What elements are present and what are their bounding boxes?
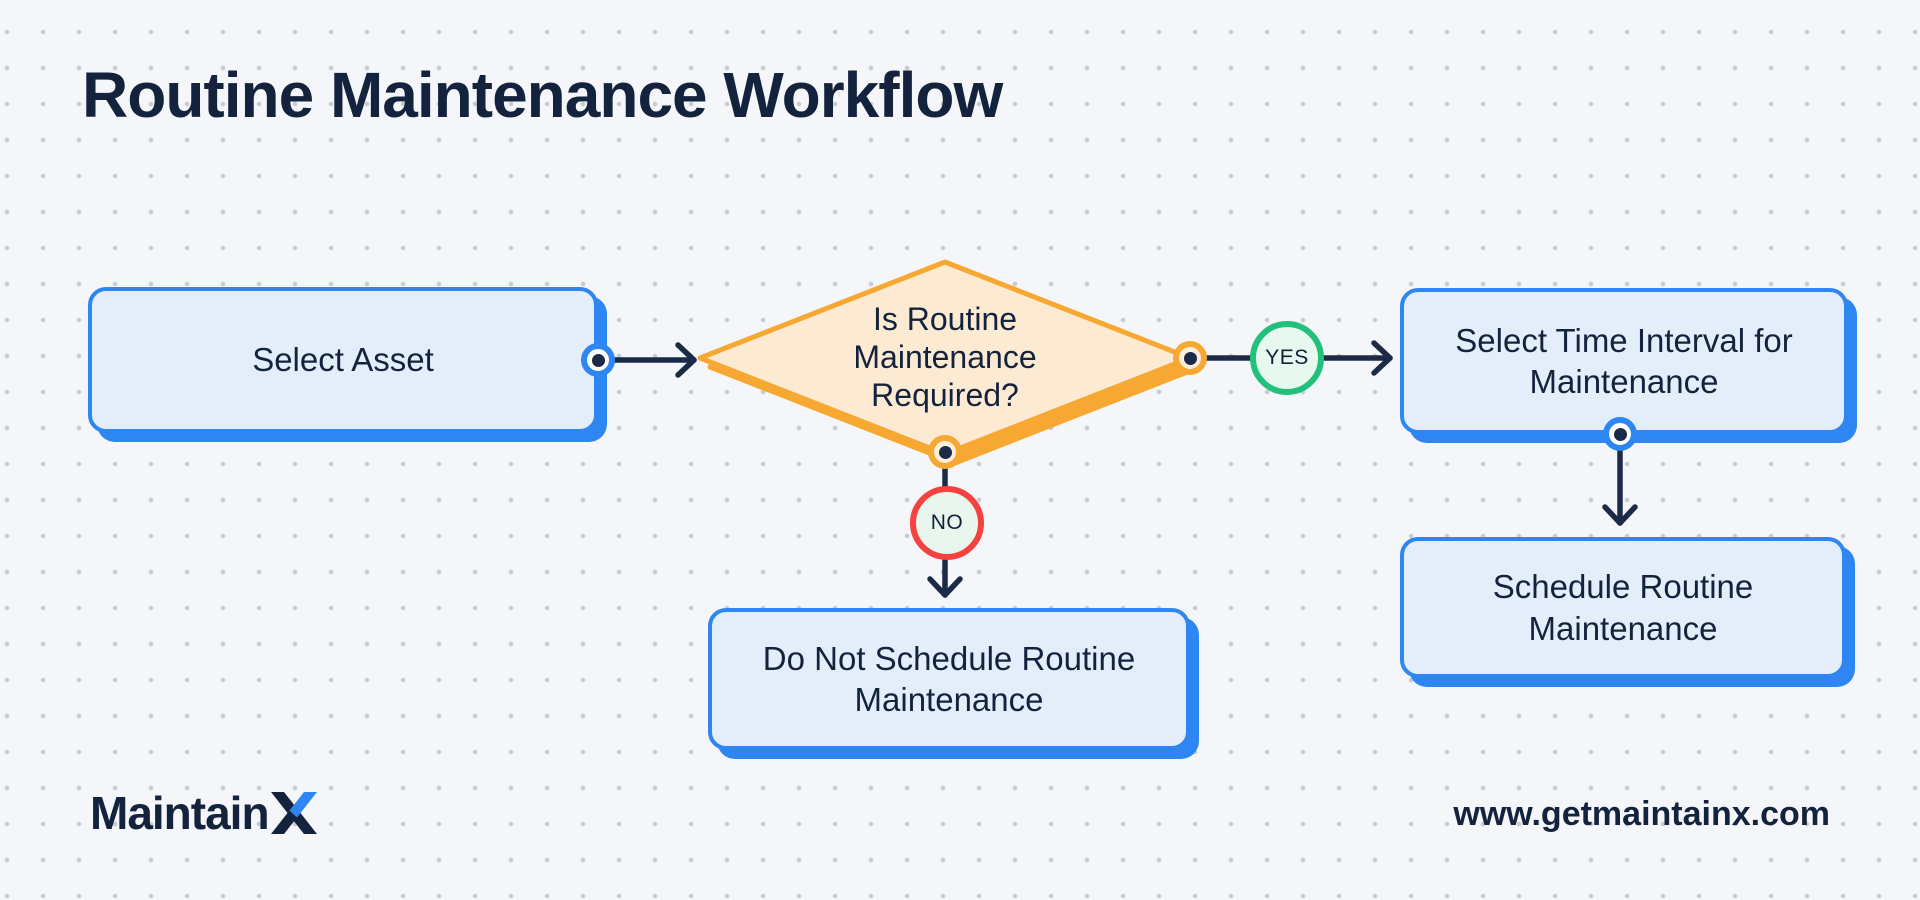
website-url: www.getmaintainx.com bbox=[1453, 795, 1830, 833]
edge-arrow-interval-to-schedule bbox=[1602, 438, 1638, 526]
node-select-asset: Select Asset bbox=[88, 287, 598, 433]
decision-node-label: Is Routine Maintenance Required? bbox=[853, 301, 1037, 413]
connector-dot bbox=[1613, 427, 1627, 441]
connector-dot bbox=[938, 445, 952, 459]
connector-dot bbox=[1183, 351, 1197, 365]
connector-port-interval-bottom bbox=[1603, 417, 1637, 451]
yes-badge-label: YES bbox=[1265, 346, 1309, 369]
node-select-time-interval-label: Select Time Interval for Maintenance bbox=[1455, 321, 1793, 400]
connector-port-asset-right bbox=[581, 343, 615, 377]
node-select-asset-label: Select Asset bbox=[252, 341, 434, 379]
decision-diamond bbox=[697, 259, 1203, 466]
connector-port-diamond-bottom bbox=[928, 435, 962, 469]
page-title: Routine Maintenance Workflow bbox=[82, 59, 1003, 131]
node-select-time-interval: Select Time Interval for Maintenance bbox=[1400, 288, 1848, 434]
node-schedule-routine-maintenance: Schedule Routine Maintenance bbox=[1400, 537, 1846, 678]
no-badge: NO bbox=[910, 486, 984, 560]
connector-port-diamond-right bbox=[1173, 341, 1207, 375]
no-badge-label: NO bbox=[930, 511, 964, 534]
maintainx-logo-x-icon bbox=[270, 792, 317, 834]
yes-badge: YES bbox=[1250, 321, 1324, 395]
node-schedule-routine-maintenance-label: Schedule Routine Maintenance bbox=[1492, 568, 1754, 647]
node-do-not-schedule-label: Do Not Schedule Routine Maintenance bbox=[762, 639, 1136, 718]
maintainx-logo-wordmark: Maintain bbox=[90, 787, 270, 839]
maintainx-logo: Maintain bbox=[90, 786, 317, 840]
node-do-not-schedule: Do Not Schedule Routine Maintenance bbox=[708, 608, 1190, 750]
connector-dot bbox=[591, 353, 605, 367]
